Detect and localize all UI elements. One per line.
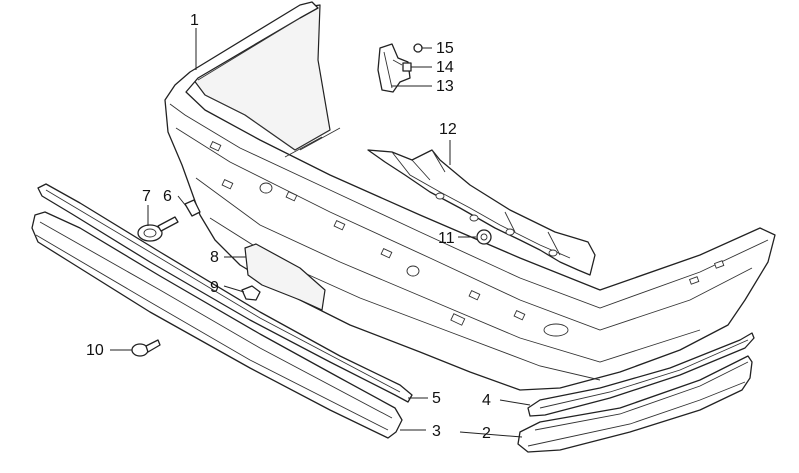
rivet-10[interactable] — [131, 339, 161, 357]
callout-14: 14 — [436, 59, 454, 76]
callout-13: 13 — [436, 78, 454, 95]
lower-trim-strip-3[interactable] — [31, 211, 403, 439]
callout-4: 4 — [482, 392, 491, 409]
clip-6[interactable] — [184, 199, 201, 217]
grommet-11[interactable] — [476, 229, 492, 245]
callout-5: 5 — [432, 390, 441, 407]
callout-15: 15 — [436, 40, 454, 57]
lower-trim-strip-2[interactable] — [517, 355, 753, 453]
leader-lines — [110, 28, 531, 438]
callout-9: 9 — [210, 279, 219, 296]
callout-1: 1 — [190, 12, 199, 29]
side-bracket[interactable] — [377, 43, 411, 93]
upper-trim-strip-4[interactable] — [527, 332, 755, 417]
callout-12: 12 — [439, 121, 457, 138]
bumper-bracket[interactable] — [367, 149, 596, 276]
screw-15[interactable] — [413, 43, 423, 53]
tow-hook-7[interactable] — [137, 216, 179, 242]
callout-7: 7 — [142, 188, 151, 205]
callout-2: 2 — [482, 425, 491, 442]
clip-9[interactable] — [241, 285, 261, 301]
trim-plate-8[interactable] — [244, 243, 326, 311]
callout-11: 11 — [438, 230, 455, 247]
clip-14[interactable] — [402, 62, 412, 72]
callout-3: 3 — [432, 423, 441, 440]
callout-10: 10 — [86, 342, 104, 359]
callout-8: 8 — [210, 249, 219, 266]
callout-6: 6 — [163, 188, 172, 205]
callout-labels: 1 2 3 4 5 6 7 8 9 10 11 12 13 14 15 — [86, 12, 491, 442]
